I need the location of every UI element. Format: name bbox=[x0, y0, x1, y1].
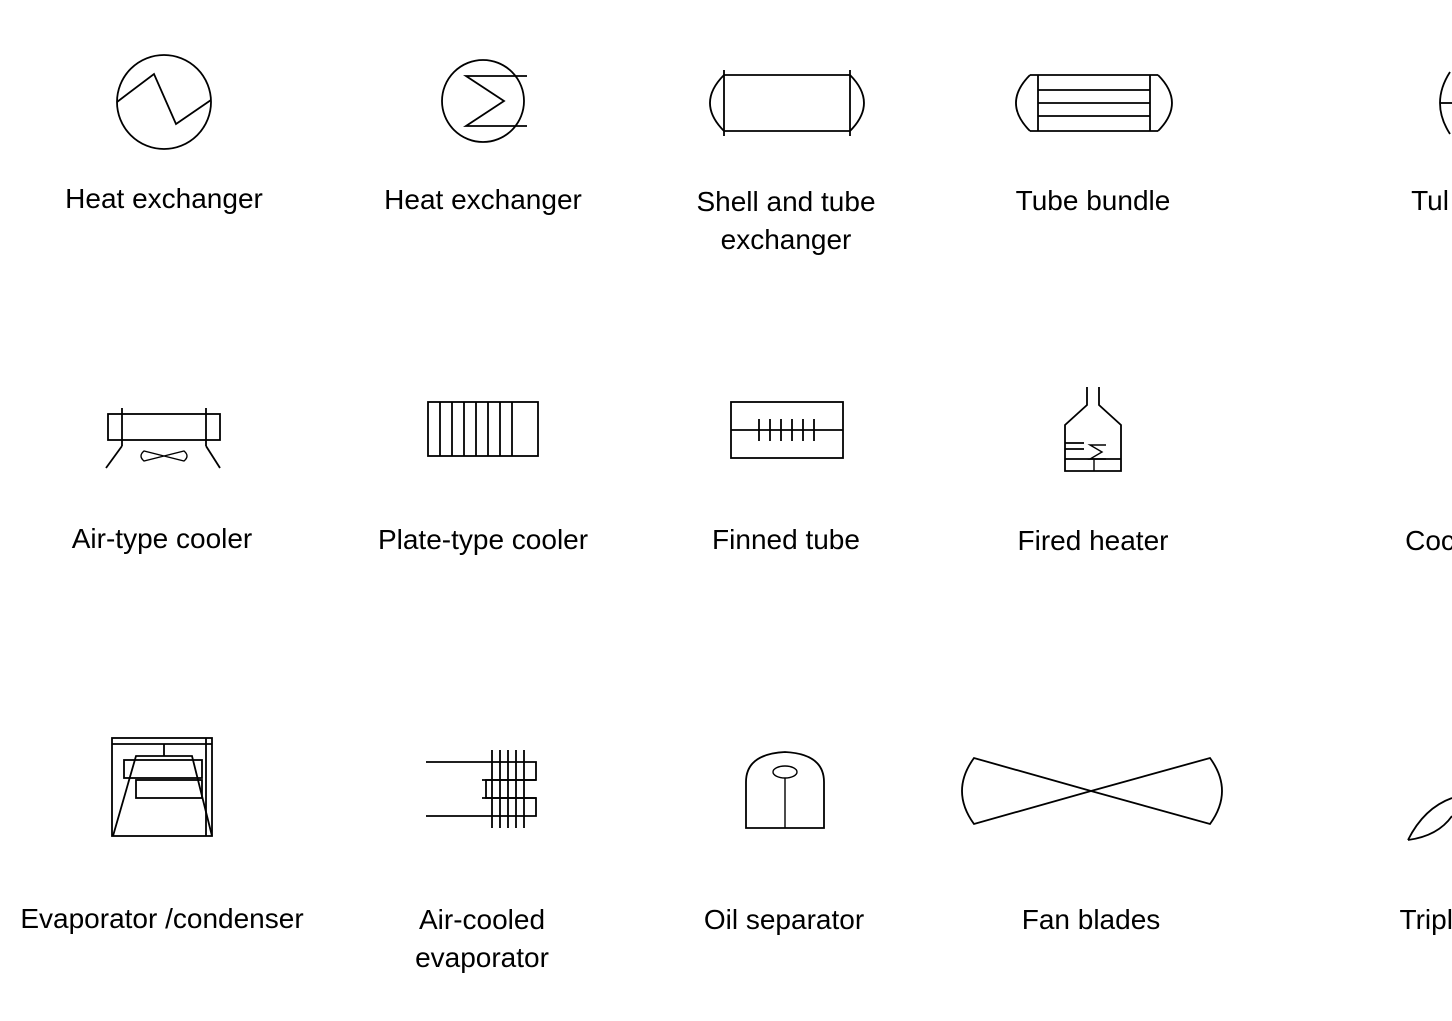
triple-partial-label: Triple bbox=[1399, 904, 1452, 935]
air-cooled-evaporator-icon bbox=[426, 750, 537, 828]
air-type-cooler-icon bbox=[105, 408, 221, 469]
shell-and-tube-exchanger-icon bbox=[709, 70, 865, 136]
air-type-cooler-label: Air-type cooler bbox=[71, 523, 253, 554]
fired-heater-icon bbox=[1064, 387, 1122, 472]
fired-heater-label: Fired heater bbox=[1017, 525, 1169, 556]
tube-partial-icon bbox=[1439, 71, 1452, 135]
plate-type-cooler-label: Plate-type cooler bbox=[377, 524, 589, 555]
heat-exchanger-sine-label: Heat exchanger bbox=[65, 183, 263, 214]
finned-tube-label: Finned tube bbox=[712, 524, 860, 555]
heat-exchanger-coil-icon bbox=[441, 59, 527, 143]
cooling-partial-label: Coc bbox=[1405, 525, 1452, 556]
shell-and-tube-exchanger-label: Shell and tube exchanger bbox=[696, 186, 876, 255]
evaporator-condenser-label: Evaporator /condenser bbox=[20, 903, 304, 934]
fan-blades-icon bbox=[961, 756, 1223, 826]
tube-partial-label: Tul bbox=[1411, 185, 1449, 216]
oil-separator-icon bbox=[745, 751, 825, 829]
finned-tube-icon bbox=[730, 401, 844, 459]
triple-partial-icon bbox=[1407, 797, 1452, 841]
tube-bundle-icon bbox=[1015, 74, 1173, 132]
heat-exchanger-coil-label: Heat exchanger bbox=[384, 184, 582, 215]
plate-type-cooler-icon bbox=[427, 401, 539, 457]
tube-bundle-label: Tube bundle bbox=[1015, 185, 1171, 216]
air-cooled-evaporator-label: Air-cooled evaporator bbox=[415, 904, 549, 973]
evaporator-condenser-icon bbox=[111, 737, 213, 837]
heat-exchanger-sine-icon bbox=[116, 54, 212, 150]
oil-separator-label: Oil separator bbox=[703, 904, 865, 935]
fan-blades-label: Fan blades bbox=[1021, 904, 1161, 935]
